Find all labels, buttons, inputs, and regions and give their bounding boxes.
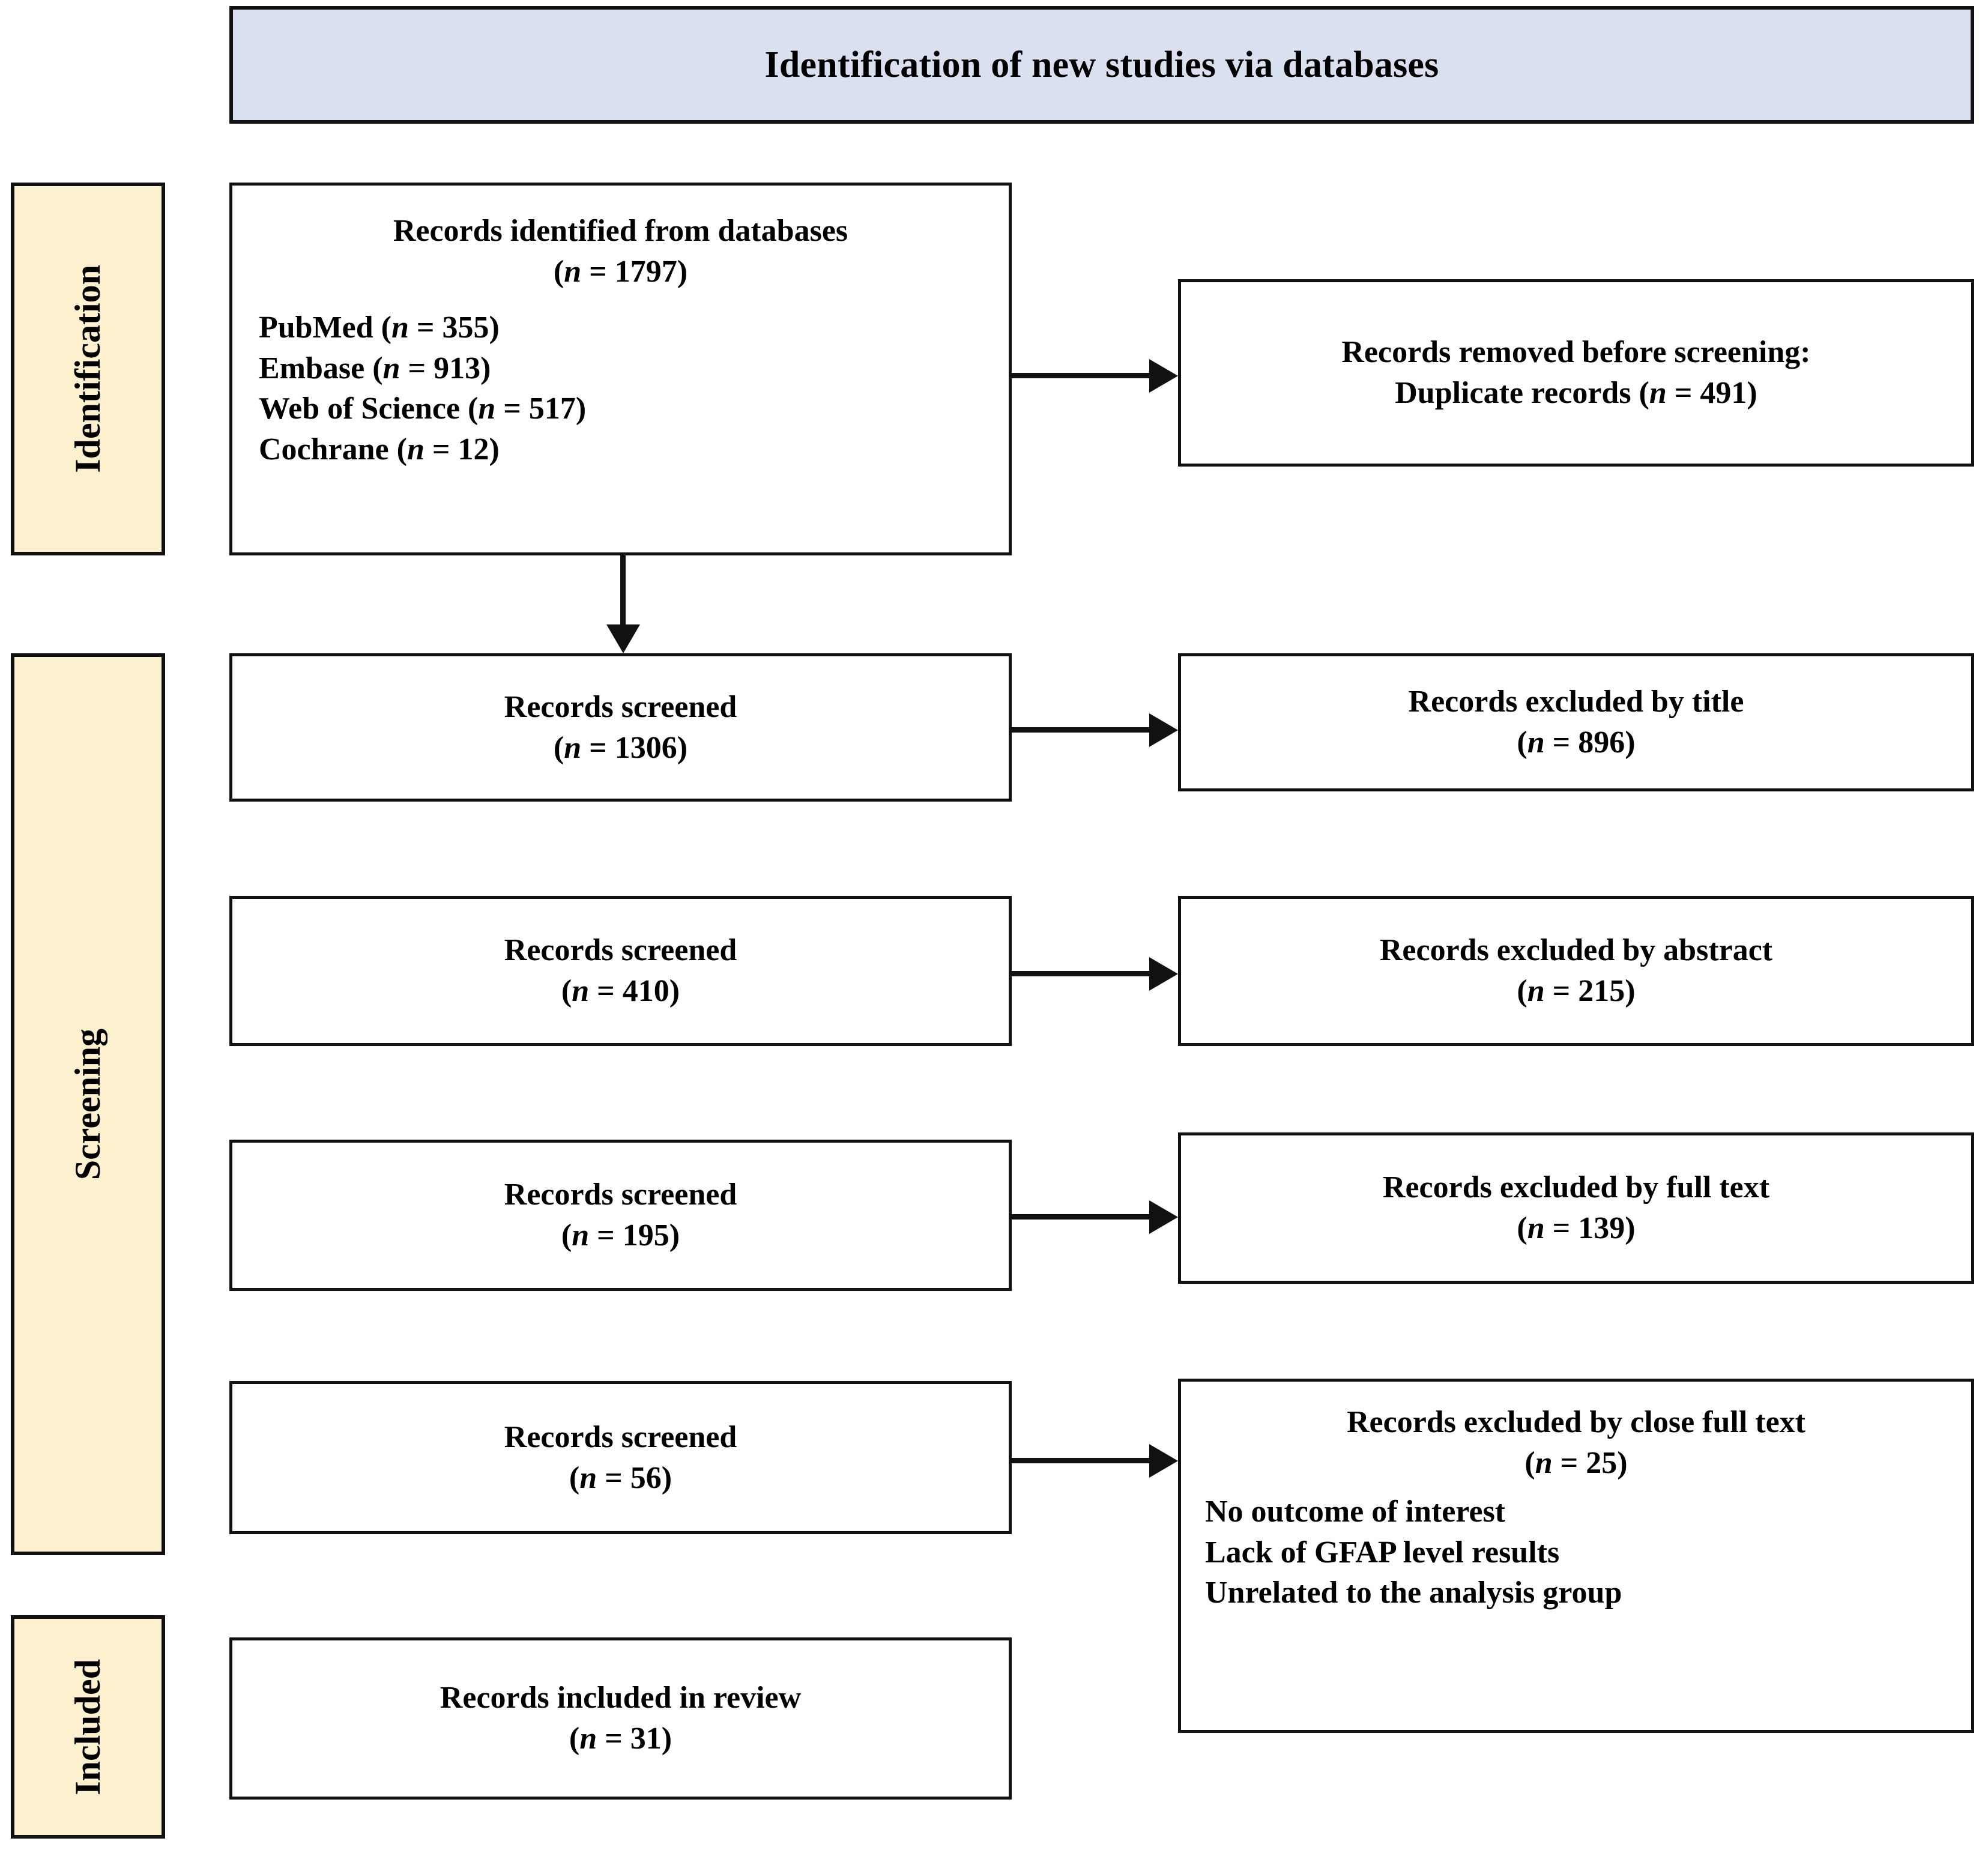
screened-close-label: Records screened xyxy=(504,1419,737,1454)
box-records-excluded-abstract: Records excluded by abstract (n = 215) xyxy=(1178,896,1974,1046)
excluded-abstract-label: Records excluded by abstract xyxy=(1379,933,1773,968)
diagram-header: Identification of new studies via databa… xyxy=(229,6,1974,124)
exclusion-reason-no-outcome: No outcome of interest xyxy=(1205,1495,1506,1529)
screened-abstract-count: (n = 410) xyxy=(561,974,680,1008)
stage-label-included: Included xyxy=(11,1615,165,1839)
exclusion-reason-unrelated-group: Unrelated to the analysis group xyxy=(1205,1576,1622,1610)
exclusion-reason-lack-gfap: Lack of GFAP level results xyxy=(1205,1535,1560,1570)
box-records-screened-close: Records screened (n = 56) xyxy=(229,1381,1012,1534)
box-records-excluded-fulltext: Records excluded by full text (n = 139) xyxy=(1178,1132,1974,1284)
source-pubmed: PubMed (n = 355) xyxy=(259,310,500,345)
screened-title-label: Records screened xyxy=(504,689,737,724)
page-title: Identification of new studies via databa… xyxy=(764,44,1439,85)
screened-fulltext-count: (n = 195) xyxy=(561,1218,680,1253)
excluded-title-count: (n = 896) xyxy=(1517,725,1636,760)
excluded-title-label: Records excluded by title xyxy=(1408,685,1744,719)
box-records-screened-abstract: Records screened (n = 410) xyxy=(229,896,1012,1046)
stage-label-identification: Identification xyxy=(11,183,165,555)
box-records-excluded-title: Records excluded by title (n = 896) xyxy=(1178,653,1974,791)
excluded-close-count: (n = 25) xyxy=(1524,1445,1628,1480)
source-web-of-science: Web of Science (n = 517) xyxy=(259,391,587,426)
records-removed-duplicates: Duplicate records (n = 491) xyxy=(1395,376,1757,410)
stage-identification-text: Identification xyxy=(68,265,107,473)
box-records-screened-fulltext: Records screened (n = 195) xyxy=(229,1140,1012,1291)
stage-screening-text: Screening xyxy=(68,1028,107,1180)
screened-fulltext-label: Records screened xyxy=(504,1177,737,1212)
excluded-abstract-count: (n = 215) xyxy=(1517,974,1636,1008)
screened-abstract-label: Records screened xyxy=(504,933,737,968)
excluded-close-label: Records excluded by close full text xyxy=(1346,1405,1805,1439)
records-removed-heading: Records removed before screening: xyxy=(1341,335,1811,370)
box-records-excluded-close: Records excluded by close full text (n =… xyxy=(1178,1379,1974,1733)
excluded-fulltext-count: (n = 139) xyxy=(1517,1211,1636,1245)
source-embase: Embase (n = 913) xyxy=(259,351,491,385)
included-count: (n = 31) xyxy=(569,1721,672,1756)
box-records-removed: Records removed before screening: Duplic… xyxy=(1178,279,1974,467)
records-identified-title: Records identified from databases xyxy=(393,214,848,248)
box-records-included: Records included in review (n = 31) xyxy=(229,1637,1012,1800)
records-identified-count: (n = 1797) xyxy=(553,254,688,289)
box-records-screened-title: Records screened (n = 1306) xyxy=(229,653,1012,802)
stage-included-text: Included xyxy=(68,1658,107,1795)
source-cochrane: Cochrane (n = 12) xyxy=(259,432,500,467)
stage-label-screening: Screening xyxy=(11,653,165,1555)
included-label: Records included in review xyxy=(440,1681,802,1715)
screened-close-count: (n = 56) xyxy=(569,1460,672,1495)
excluded-fulltext-label: Records excluded by full text xyxy=(1382,1170,1770,1205)
screened-title-count: (n = 1306) xyxy=(553,730,688,765)
box-records-identified: Records identified from databases (n = 1… xyxy=(229,183,1012,555)
